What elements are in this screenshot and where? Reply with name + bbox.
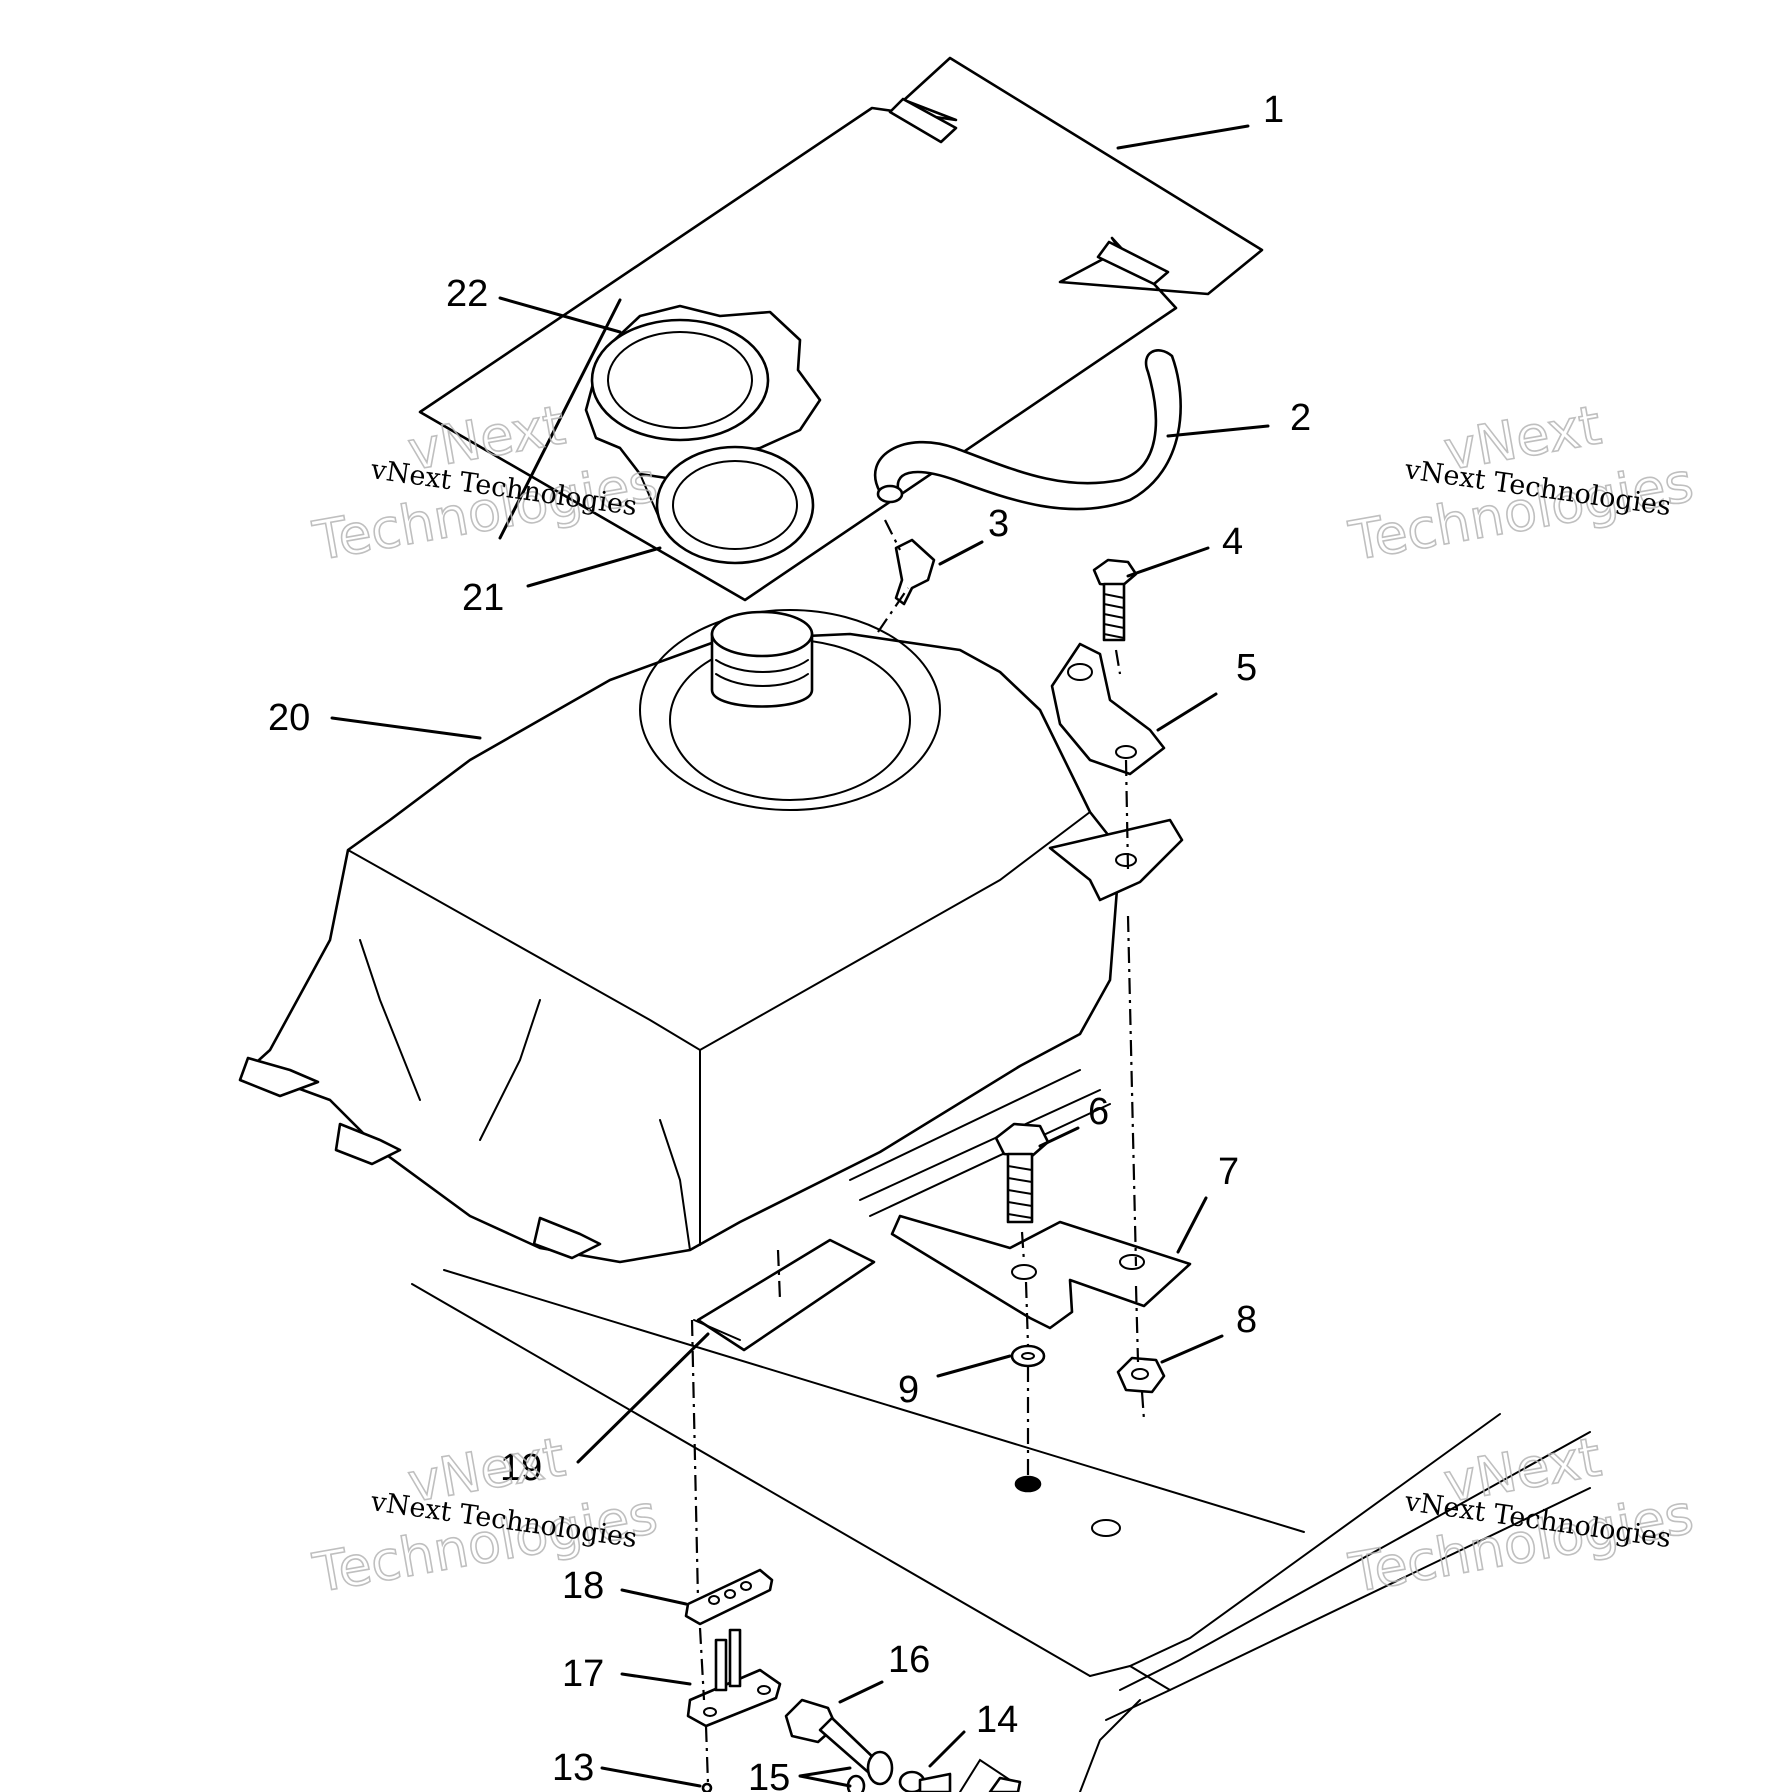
- screw-part-13: [701, 1782, 713, 1792]
- callout-1: 1: [1263, 89, 1284, 131]
- breather-hose-part-2: [873, 349, 1182, 511]
- watermark-bottom-right: vNext Technologies vNext Technologies: [1344, 1425, 1699, 1606]
- gasket-part-21: [655, 445, 815, 565]
- callout-7: 7: [1218, 1151, 1239, 1193]
- assembly-lines: [690, 519, 1146, 1785]
- watermark-bottom-left: vNext Technologies vNext Technologies: [308, 1425, 663, 1606]
- plate-part-1: [418, 56, 1264, 602]
- washer-part-9: [1010, 1344, 1046, 1368]
- callout-21: 21: [462, 577, 504, 619]
- bolt-part-4: [1092, 558, 1138, 642]
- callout-3: 3: [988, 503, 1009, 545]
- callout-9: 9: [898, 1369, 919, 1411]
- callout-16: 16: [888, 1639, 930, 1681]
- callout-20: 20: [268, 697, 310, 739]
- callout-13: 13: [552, 1747, 594, 1789]
- callout-6: 6: [1088, 1091, 1109, 1133]
- callout-17: 17: [562, 1653, 604, 1695]
- frame: [411, 1269, 1591, 1792]
- knob-part-16: [784, 1698, 894, 1786]
- callout-5: 5: [1236, 647, 1257, 689]
- bracket-part-5: [1050, 642, 1166, 776]
- petcock-assembly: [684, 1568, 1022, 1792]
- callout-8: 8: [1236, 1299, 1257, 1341]
- callout-14: 14: [976, 1699, 1018, 1741]
- callout-19: 19: [500, 1447, 542, 1489]
- bolt-part-6: [994, 1122, 1050, 1224]
- leader-lines: [330, 124, 1270, 1788]
- fitting-part-3: [894, 538, 936, 606]
- callout-22: 22: [446, 273, 488, 315]
- fuel-cap-part-22: [584, 304, 822, 522]
- callout-2: 2: [1290, 397, 1311, 439]
- bracket-part-7: [890, 1214, 1192, 1330]
- fuel-tank-part-20: [238, 609, 1184, 1264]
- callout-4: 4: [1222, 521, 1243, 563]
- watermark-top-right: vNext Technologies vNext Technologies: [1344, 393, 1699, 574]
- valve-part-17: [686, 1628, 782, 1728]
- callout-15: 15: [748, 1757, 790, 1792]
- fittings-part-15-14: [846, 1770, 1022, 1792]
- nut-part-8: [1116, 1356, 1166, 1394]
- callouts: 1 2 3 4 5 6 7 8 9 13 14 15 16 17 18 19 2…: [268, 89, 1311, 1792]
- pad-part-19: [696, 1238, 876, 1352]
- callout-18: 18: [562, 1565, 604, 1607]
